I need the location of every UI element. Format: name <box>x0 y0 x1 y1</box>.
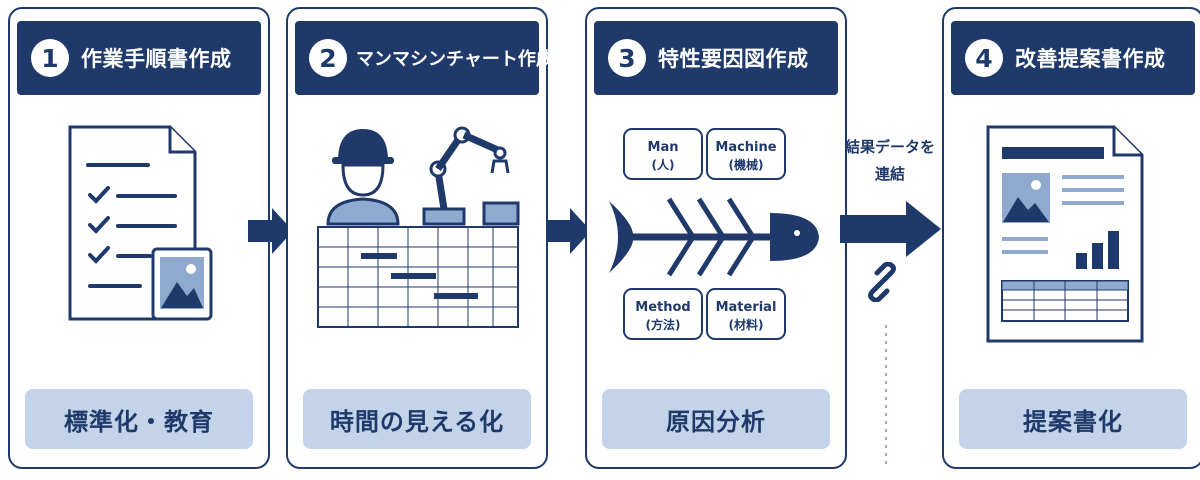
factor-material-name: Material <box>716 300 777 315</box>
step-title-3: 特性要因図作成 <box>658 47 809 71</box>
step-card-2: 2 マンマシンチャート作成 <box>286 7 554 469</box>
step-title-1: 作業手順書作成 <box>81 47 232 71</box>
man-machine-chart-icon <box>317 126 520 328</box>
factor-method-name: Method <box>635 300 690 315</box>
arrow-right-icon <box>840 201 941 257</box>
factor-method-jp: (方法) <box>646 317 681 332</box>
connector-text: 結果データを 連結 <box>838 134 942 188</box>
step-header-2: 2 マンマシンチャート作成 <box>295 21 554 95</box>
arrow-right-icon <box>546 208 591 254</box>
step-label-2: 時間の見える化 <box>303 389 531 449</box>
factor-machine-jp: (機械) <box>729 157 764 172</box>
step-number-4: 4 <box>965 39 1003 77</box>
step-label-4: 提案書化 <box>959 389 1187 449</box>
step-label-1: 標準化・教育 <box>25 389 253 449</box>
step-header-1: 1 作業手順書作成 <box>17 21 261 95</box>
step-label-3: 原因分析 <box>602 389 830 449</box>
step-title-4: 改善提案書作成 <box>1015 47 1166 71</box>
fishbone-diagram: Man (人) Machine (機械) Method (方法) Materia… <box>609 128 819 340</box>
step-card-3: 3 特性要因図作成 Man (人) Machine (機械) Method (方… <box>585 7 847 469</box>
step-card-4: 4 改善提案書作成 提案書化 <box>942 7 1200 469</box>
step-card-1: 1 作業手順書作成 標準化・教育 <box>8 7 270 469</box>
factor-machine-name: Machine <box>715 140 776 155</box>
step-number-2: 2 <box>309 39 347 77</box>
step-number-1: 1 <box>31 39 69 77</box>
factor-man-name: Man <box>648 140 679 155</box>
proposal-document-icon <box>986 125 1144 343</box>
factor-man-jp: (人) <box>652 157 675 172</box>
robot-arm-icon <box>422 126 520 226</box>
step-title-2: マンマシンチャート作成 <box>356 49 554 70</box>
document-checklist-icon <box>68 125 213 321</box>
link-chain-icon <box>868 262 896 302</box>
step-header-4: 4 改善提案書作成 <box>951 21 1195 95</box>
step-number-3: 3 <box>608 39 646 77</box>
dotted-divider <box>885 325 887 467</box>
factor-material-jp: (材料) <box>729 317 764 332</box>
arrow-right-icon <box>248 208 293 254</box>
worker-icon <box>326 129 400 226</box>
step-header-3: 3 特性要因図作成 <box>594 21 838 95</box>
connector-line-2: 連結 <box>874 165 905 183</box>
connector-line-1: 結果データを <box>844 138 935 156</box>
